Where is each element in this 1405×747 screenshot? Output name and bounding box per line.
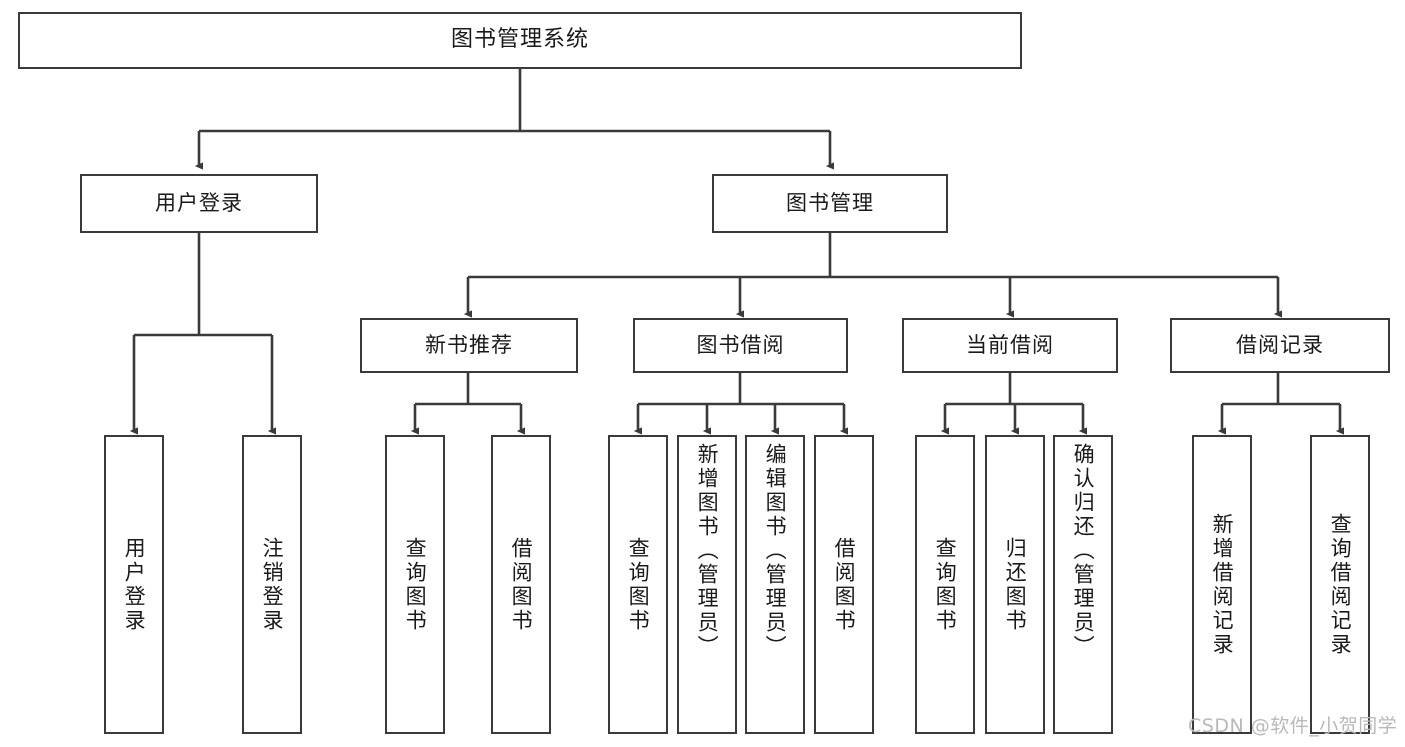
node-borrow-record[interactable]: 借阅记录: [1170, 318, 1390, 373]
node-label: 查询图书: [403, 536, 428, 633]
node-label: 借阅图书: [509, 536, 534, 633]
node-label: 图书借阅: [696, 332, 785, 357]
node-label: 查询图书: [626, 536, 651, 633]
node-book-management[interactable]: 图书管理: [712, 174, 948, 233]
node-new-book-recommend[interactable]: 新书推荐: [360, 318, 578, 373]
node-label: 确认归还（管理员）: [1071, 443, 1096, 659]
node-label: 用户登录: [122, 536, 147, 633]
leaf-query-book-recommend[interactable]: 查询图书: [385, 435, 445, 734]
node-label: 新书推荐: [425, 332, 513, 357]
node-current-borrow[interactable]: 当前借阅: [902, 318, 1118, 373]
node-label: 新增图书（管理员）: [695, 443, 720, 659]
node-root-system[interactable]: 图书管理系统: [18, 12, 1022, 69]
node-label: 图书管理: [786, 190, 874, 215]
leaf-add-borrow-record[interactable]: 新增借阅记录: [1192, 435, 1252, 734]
node-label: 借阅记录: [1236, 332, 1324, 357]
node-label: 图书管理系统: [450, 27, 589, 53]
node-label: 新增借阅记录: [1210, 512, 1235, 657]
leaf-user-login[interactable]: 用户登录: [104, 435, 164, 734]
node-label: 借阅图书: [832, 536, 857, 633]
node-label: 查询图书: [933, 536, 958, 633]
leaf-return-book[interactable]: 归还图书: [985, 435, 1045, 734]
leaf-query-book-borrow[interactable]: 查询图书: [608, 435, 668, 734]
leaf-add-book-admin[interactable]: 新增图书（管理员）: [677, 435, 737, 734]
leaf-query-borrow-record[interactable]: 查询借阅记录: [1310, 435, 1370, 734]
node-label: 注销登录: [260, 536, 285, 633]
leaf-user-logout[interactable]: 注销登录: [242, 435, 302, 734]
node-label: 当前借阅: [966, 332, 1054, 357]
leaf-confirm-return-admin[interactable]: 确认归还（管理员）: [1053, 435, 1113, 734]
leaf-edit-book-admin[interactable]: 编辑图书（管理员）: [745, 435, 805, 734]
leaf-borrow-book[interactable]: 借阅图书: [814, 435, 874, 734]
node-label: 编辑图书（管理员）: [763, 443, 788, 659]
node-label: 用户登录: [155, 190, 243, 215]
node-user-login[interactable]: 用户登录: [80, 174, 318, 233]
node-label: 查询借阅记录: [1328, 512, 1353, 657]
leaf-query-book-current[interactable]: 查询图书: [915, 435, 975, 734]
node-book-borrow[interactable]: 图书借阅: [633, 318, 848, 373]
watermark: CSDN @软件_小贺同学: [1188, 715, 1398, 737]
leaf-borrow-book-recommend[interactable]: 借阅图书: [491, 435, 551, 734]
node-label: 归还图书: [1003, 536, 1028, 633]
